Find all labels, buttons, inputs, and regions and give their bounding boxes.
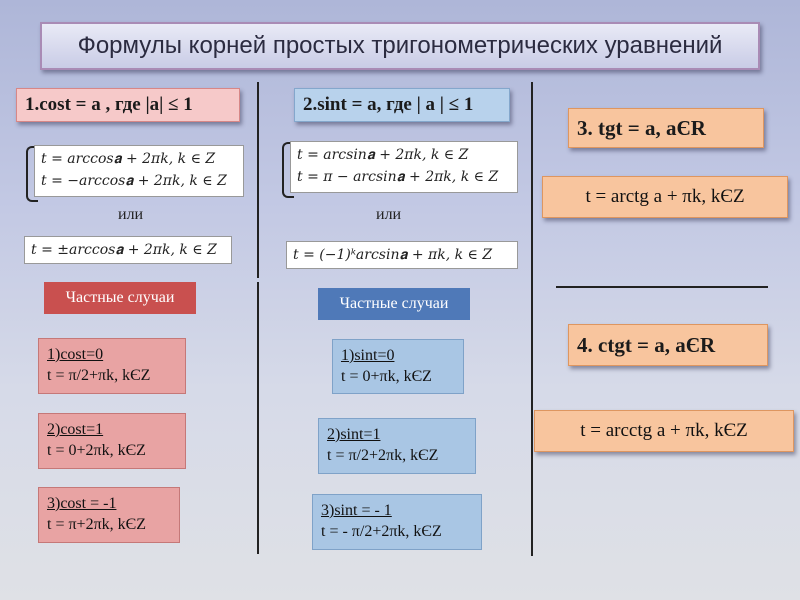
column-divider-1 bbox=[257, 82, 259, 278]
cos-system-brace bbox=[26, 146, 38, 202]
sin-formula-line1: t = arcsin𝐚 + 2πk, k ∈ Z bbox=[297, 147, 469, 163]
cos-case-1-value: t = π/2+πk, kЄZ bbox=[47, 367, 151, 384]
ctg-equation-header: 4. ctgt = a, aЄR bbox=[568, 324, 768, 366]
sin-formula-combined: t = (−1)ᵏarcsin𝐚 + πk, k ∈ Z bbox=[286, 241, 518, 269]
cos-case-3-value: t = π+2πk, kЄZ bbox=[47, 516, 146, 533]
sin-or-label: или bbox=[376, 206, 402, 223]
cos-formula-pair: t = arccos𝐚 + 2πk, k ∈ Z t = −arccos𝐚 + … bbox=[34, 145, 244, 197]
cos-formula-line2: t = −arccos𝐚 + 2πk, k ∈ Z bbox=[41, 173, 227, 189]
tg-formula: t = arctg a + πk, kЄZ bbox=[542, 176, 788, 218]
sin-case-3-title: 3)sint = - 1 bbox=[321, 502, 392, 519]
cos-equation-header: 1.cost = a , где |a| ≤ 1 bbox=[16, 88, 240, 122]
cos-formula-combined: t = ±arccos𝐚 + 2πk, k ∈ Z bbox=[24, 236, 232, 264]
sin-system-brace bbox=[282, 142, 294, 198]
sin-formula-line2: t = π − arcsin𝐚 + 2πk, k ∈ Z bbox=[297, 169, 499, 185]
tg-equation-header: 3. tgt = a, aЄR bbox=[568, 108, 764, 148]
sin-case-1-value: t = 0+πk, kЄZ bbox=[341, 368, 432, 385]
sin-case-2: 2)sint=1 t = π/2+2πk, kЄZ bbox=[318, 418, 476, 474]
cos-case-1-title: 1)cost=0 bbox=[47, 346, 104, 363]
cos-formula-combined-text: t = ±arccos𝐚 + 2πk, k ∈ Z bbox=[31, 242, 217, 258]
cos-case-1: 1)cost=0 t = π/2+πk, kЄZ bbox=[38, 338, 186, 394]
cos-case-3: 3)cost = -1 t = π+2πk, kЄZ bbox=[38, 487, 180, 543]
cos-case-2: 2)cost=1 t = 0+2πk, kЄZ bbox=[38, 413, 186, 469]
page-title: Формулы корней простых тригонометрически… bbox=[40, 22, 760, 70]
cos-formula-line1: t = arccos𝐚 + 2πk, k ∈ Z bbox=[41, 151, 216, 167]
sin-case-1-title: 1)sint=0 bbox=[341, 347, 395, 364]
sin-case-3-value: t = - π/2+2πk, kЄZ bbox=[321, 523, 442, 540]
cos-case-2-title: 2)cost=1 bbox=[47, 421, 104, 438]
sin-case-2-title: 2)sint=1 bbox=[327, 426, 381, 443]
cos-case-3-title: 3)cost = -1 bbox=[47, 495, 117, 512]
sin-equation-header: 2.sint = a, где | a | ≤ 1 bbox=[294, 88, 510, 122]
ctg-formula: t = arcctg a + πk, kЄZ bbox=[534, 410, 794, 452]
column-divider-1-lower bbox=[257, 282, 259, 554]
cos-special-cases-label: Частные случаи bbox=[44, 282, 196, 314]
sin-formula-combined-text: t = (−1)ᵏarcsin𝐚 + πk, k ∈ Z bbox=[293, 247, 493, 263]
horizontal-rule bbox=[556, 286, 768, 288]
cos-case-2-value: t = 0+2πk, kЄZ bbox=[47, 442, 146, 459]
sin-case-2-value: t = π/2+2πk, kЄZ bbox=[327, 447, 439, 464]
cos-or-label: или bbox=[118, 206, 144, 223]
sin-special-cases-label: Частные случаи bbox=[318, 288, 470, 320]
column-divider-2 bbox=[531, 82, 533, 556]
sin-case-1: 1)sint=0 t = 0+πk, kЄZ bbox=[332, 339, 464, 394]
sin-formula-pair: t = arcsin𝐚 + 2πk, k ∈ Z t = π − arcsin𝐚… bbox=[290, 141, 518, 193]
sin-case-3: 3)sint = - 1 t = - π/2+2πk, kЄZ bbox=[312, 494, 482, 550]
